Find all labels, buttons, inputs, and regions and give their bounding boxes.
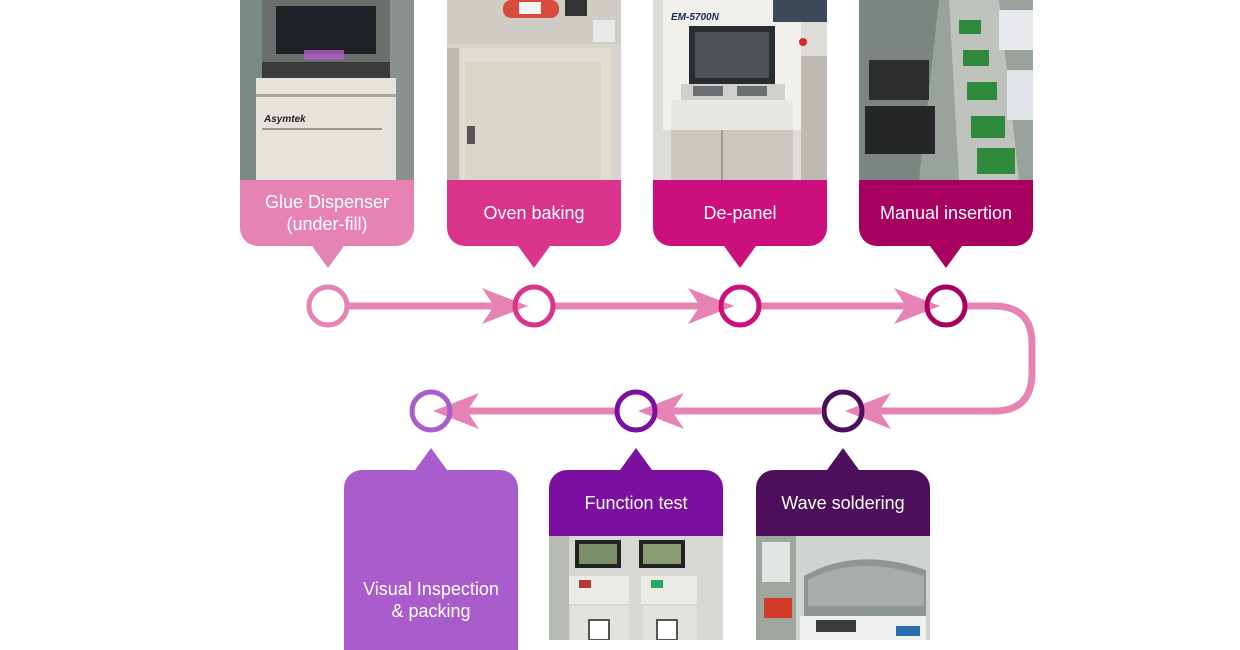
step-card-visual-inspection: Visual Inspection & packing	[344, 470, 518, 650]
oven-machine-photo	[447, 0, 621, 180]
asymtek-brand-text: Asymtek	[263, 114, 306, 125]
arrowhead-left-icon	[845, 393, 891, 429]
step-card-oven-baking: Oven baking	[447, 0, 621, 268]
step-card-manual-insertion: Manual insertion	[859, 0, 1033, 268]
step-card-glue-dispenser: Asymtek Glue Dispenser (under-fill)	[240, 0, 414, 268]
manual-insertion-line-photo	[859, 0, 1033, 180]
step-card-de-panel: EM-5700N De-panel	[653, 0, 827, 268]
step-label-visual-inspection: Visual Inspection & packing	[344, 470, 518, 650]
node-manual-insertion	[924, 284, 968, 328]
step-label-glue-dispenser: Glue Dispenser (under-fill)	[240, 180, 414, 246]
node-de-panel	[718, 284, 762, 328]
node-glue-dispenser	[306, 284, 350, 328]
node-oven-baking	[512, 284, 556, 328]
step-label-text: Function test	[584, 493, 688, 513]
wave-soldering-machine-photo	[756, 536, 930, 640]
step-label-text: De-panel	[703, 203, 777, 223]
arrowhead-left-icon	[638, 393, 684, 429]
step-label-manual-insertion: Manual insertion	[859, 180, 1033, 246]
step-card-wave-soldering: Wave soldering	[756, 470, 930, 640]
step-label-text: Manual insertion	[879, 203, 1013, 223]
step-card-function-test: Function test	[549, 470, 723, 640]
arrowhead-right-icon	[482, 288, 528, 324]
function-test-station-photo	[549, 536, 723, 640]
node-wave-soldering	[821, 389, 865, 433]
node-visual-inspection	[409, 389, 453, 433]
step-label-wave-soldering: Wave soldering	[756, 470, 930, 536]
step-label-text: Wave soldering	[781, 493, 905, 513]
pointer-oven-baking	[518, 246, 550, 268]
pointer-glue-dispenser	[312, 246, 344, 268]
pointer-de-panel	[724, 246, 756, 268]
connector-return-curve	[864, 302, 1036, 415]
em5700-model-text: EM-5700N	[671, 12, 720, 23]
arrowhead-right-icon	[894, 288, 940, 324]
step-label-text: Glue Dispenser (under-fill)	[264, 192, 390, 234]
glue-dispenser-machine-photo: Asymtek	[240, 0, 414, 180]
node-function-test	[614, 389, 658, 433]
depanel-machine-photo: EM-5700N	[653, 0, 827, 180]
arrowhead-right-icon	[688, 288, 734, 324]
pointer-manual-insertion	[930, 246, 962, 268]
pointer-visual-inspection	[415, 448, 447, 470]
step-label-oven-baking: Oven baking	[447, 180, 621, 246]
step-label-text: Oven baking	[483, 203, 585, 223]
step-label-de-panel: De-panel	[653, 180, 827, 246]
step-label-text: Visual Inspection & packing	[363, 579, 499, 621]
pointer-wave-soldering	[827, 448, 859, 470]
arrowhead-left-icon	[433, 393, 479, 429]
pointer-function-test	[620, 448, 652, 470]
step-label-function-test: Function test	[549, 470, 723, 536]
